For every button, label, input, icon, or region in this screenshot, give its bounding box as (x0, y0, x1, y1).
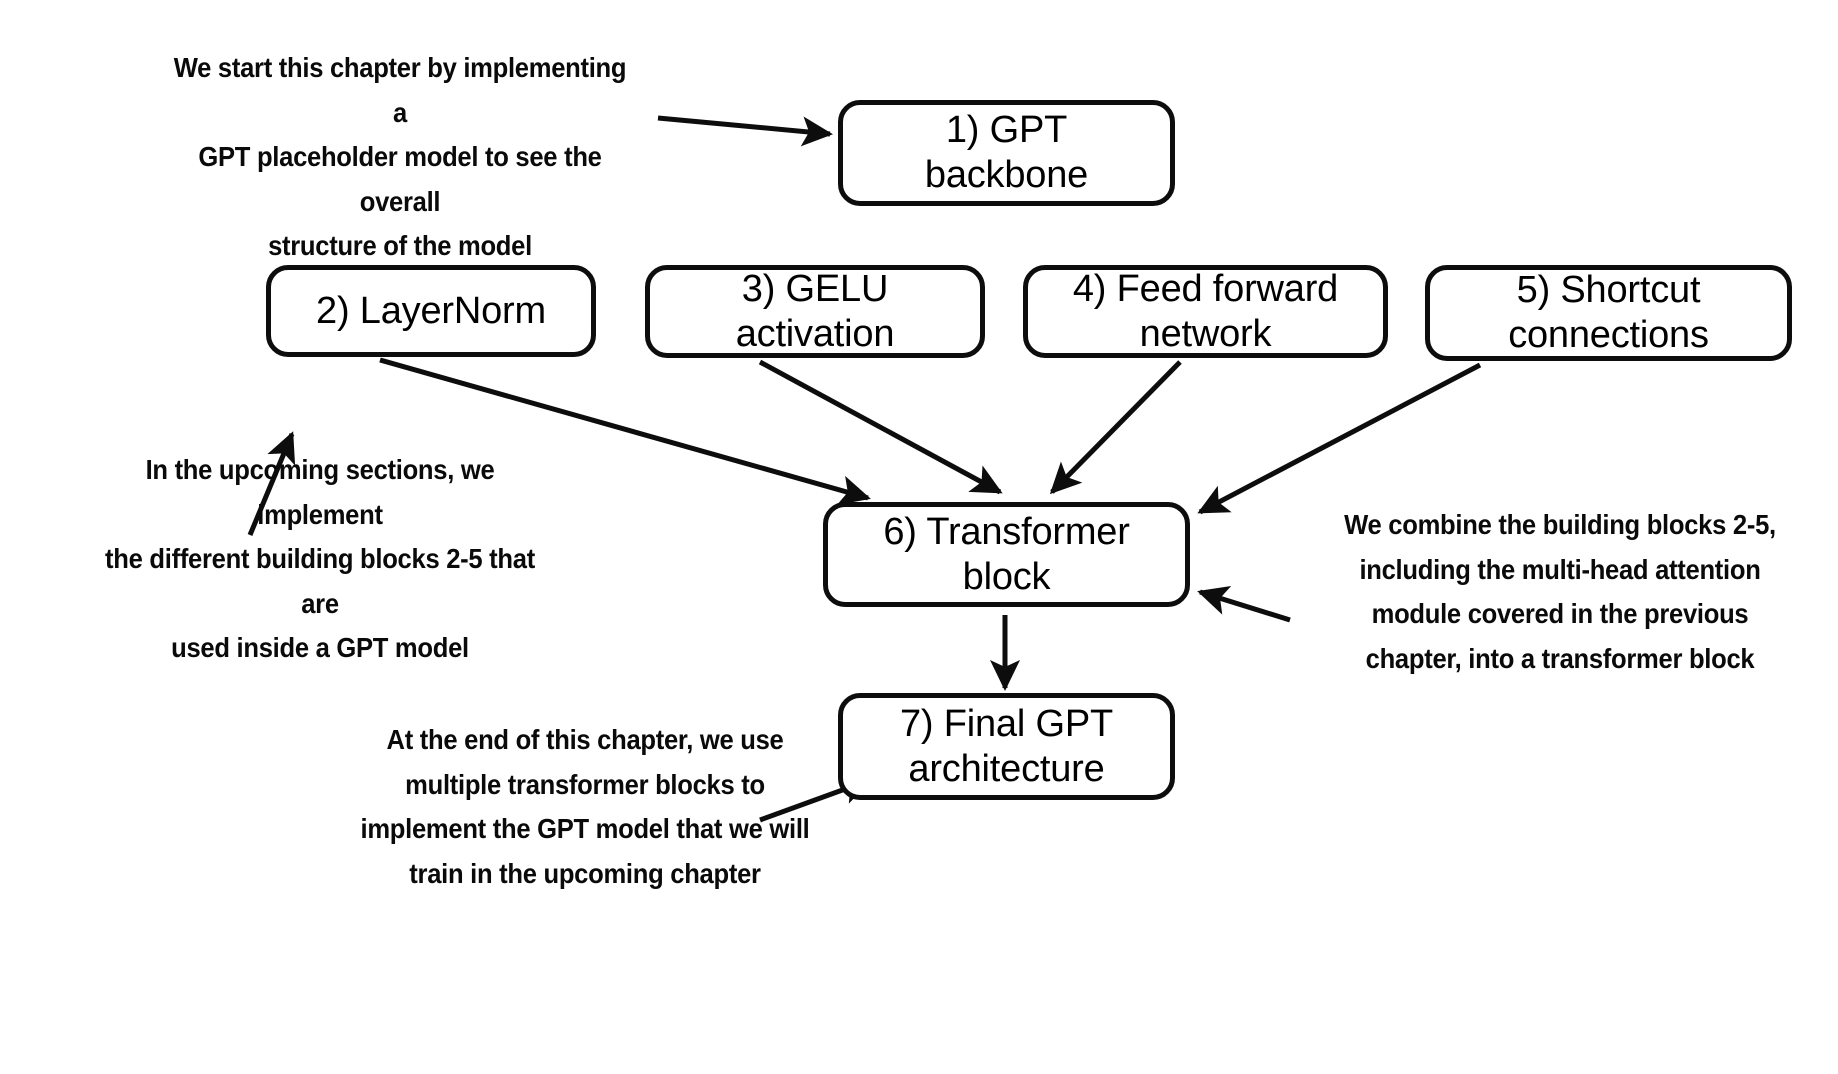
node-final-gpt[interactable]: 7) Final GPT architecture (838, 693, 1175, 800)
annotation-transformer-note: We combine the building blocks 2-5, incl… (1344, 509, 1776, 674)
node-gelu-activation[interactable]: 3) GELU activation (645, 265, 985, 358)
annotation-final-model-note: At the end of this chapter, we use multi… (360, 724, 810, 889)
arrow-shortcut-to-transformer (1197, 362, 1482, 515)
node-transformer-block[interactable]: 6) Transformer block (823, 502, 1190, 607)
arrow-feed-forward-to-transformer (1049, 360, 1182, 495)
node-shortcut[interactable]: 5) Shortcut connections (1425, 265, 1792, 361)
annotation-intro-note: We start this chapter by implementing a … (173, 52, 627, 262)
arrow-intro-note-to-gpt-backbone (657, 115, 833, 147)
arrow-gelu-to-transformer (758, 359, 1003, 495)
node-gpt-backbone[interactable]: 1) GPT backbone (838, 100, 1175, 206)
arrow-transformer-note-to-transformer (1197, 585, 1291, 623)
node-feed-forward[interactable]: 4) Feed forward network (1023, 265, 1388, 358)
node-layernorm[interactable]: 2) LayerNorm (266, 265, 596, 357)
annotation-building-blocks-note: In the upcoming sections, we implement t… (105, 454, 535, 664)
